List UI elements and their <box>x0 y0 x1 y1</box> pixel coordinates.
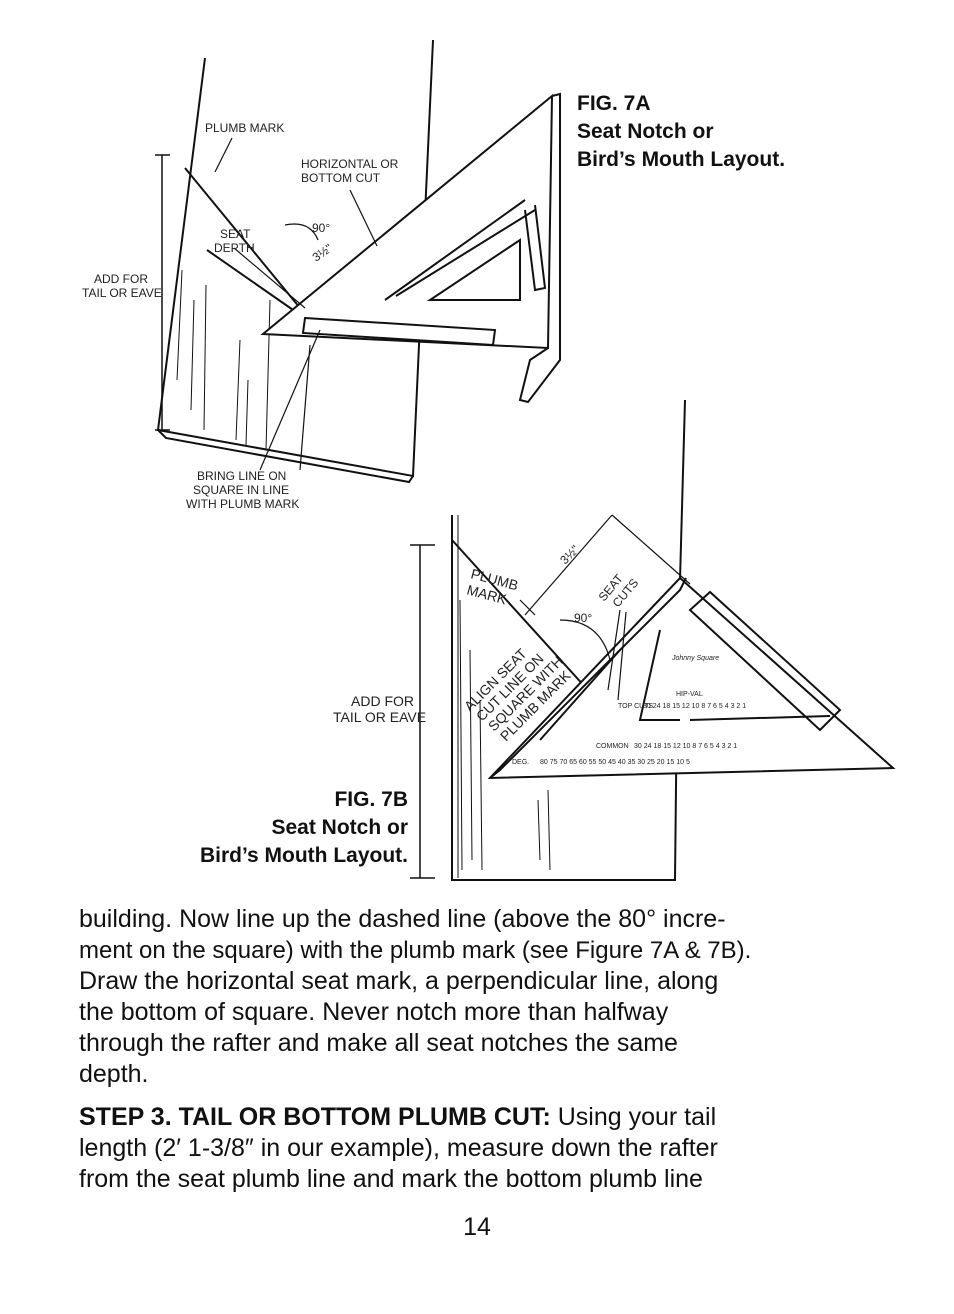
step3-line-1: STEP 3. TAIL OR BOTTOM PLUMB CUT: Using … <box>79 1102 899 1133</box>
fig7b-speed-square <box>487 576 896 780</box>
figures-illustration: PLUMB MARK HORIZONTAL OR BOTTOM CUT 90° … <box>82 39 896 881</box>
para1-line-1: building. Now line up the dashed line (a… <box>79 905 726 933</box>
fig7a-add-for-label-2: TAIL OR EAVE <box>82 286 162 300</box>
fig7a-labels: PLUMB MARK HORIZONTAL OR BOTTOM CUT 90° … <box>82 121 399 511</box>
para1-line-3: Draw the horizontal seat mark, a perpend… <box>79 967 719 995</box>
fig7b-caption-line-3: Bird’s Mouth Layout. <box>199 844 408 867</box>
fig7a-horizontal-cut-label-1: HORIZONTAL OR <box>301 157 399 171</box>
fig7a-bring-line-label-1: BRING LINE ON <box>197 469 286 483</box>
fig7a-seat-depth-label-2: DEPTH <box>214 241 255 255</box>
fig7b-row-top: 30 24 18 15 12 10 8 7 6 5 4 3 2 1 <box>643 703 746 710</box>
fig7a-add-for-label-1: ADD FOR <box>94 272 148 286</box>
fig7b-leaders <box>519 514 691 701</box>
fig7a-dimension-line <box>155 154 170 431</box>
fig7b-top-cuts-label: TOP CUTS <box>618 703 653 710</box>
fig7a-bring-line-label-2: SQUARE IN LINE <box>193 483 289 497</box>
fig7b-common-label: COMMON <box>596 743 629 750</box>
fig7b-dimension-label: 3½" <box>557 542 582 567</box>
fig7a-caption-line-2: Seat Notch or <box>577 120 714 143</box>
fig7b-deg-label: DEG. <box>512 759 529 766</box>
step3-line-3: from the seat plumb line and mark the bo… <box>79 1165 703 1193</box>
para1-line-5: through the rafter and make all seat not… <box>79 1029 678 1057</box>
fig7a-dimension-label: 3½" <box>310 241 335 264</box>
page-number: 14 <box>463 1213 491 1241</box>
fig7b-row-deg: 80 75 70 65 60 55 50 45 40 35 30 25 20 1… <box>540 759 690 766</box>
fig7a-bring-line-label-3: WITH PLUMB MARK <box>186 497 299 511</box>
body-paragraph-step3: STEP 3. TAIL OR BOTTOM PLUMB CUT: Using … <box>79 1102 899 1195</box>
fig7a-speed-square <box>260 92 561 404</box>
fig7a-caption-line-3: Bird’s Mouth Layout. <box>577 148 786 171</box>
fig7b-square-brand: Johnny Square <box>671 655 719 662</box>
step3-line-1-rest: Using your tail <box>550 1103 717 1131</box>
fig7a-leaders <box>214 137 378 471</box>
fig7b-hip-val-label: HIP-VAL <box>676 691 703 698</box>
step3-heading: STEP 3. TAIL OR BOTTOM PLUMB CUT: <box>79 1103 551 1131</box>
fig7a-seat-depth-label-1: SEAT <box>220 227 251 241</box>
fig7a-horizontal-cut-label-2: BOTTOM CUT <box>301 171 381 185</box>
fig7b-caption: FIG. 7B Seat Notch or Bird’s Mouth Layou… <box>200 786 408 870</box>
fig7b-row-common: 30 24 18 15 12 10 8 7 6 5 4 3 2 1 <box>634 743 737 750</box>
fig7a-caption-line-1: FIG. 7A <box>577 92 651 115</box>
fig7b-caption-line-1: FIG. 7B <box>334 788 408 811</box>
para1-line-2: ment on the square) with the plumb mark … <box>79 937 752 964</box>
fig7b-caption-line-2: Seat Notch or <box>271 816 408 839</box>
fig7a-caption: FIG. 7A Seat Notch or Bird’s Mouth Layou… <box>577 90 785 174</box>
body-paragraph-1: building. Now line up the dashed line (a… <box>79 904 899 1090</box>
fig7b-angle-label: 90° <box>574 611 592 625</box>
step3-line-2: length (2′ 1-3/8″ in our example), measu… <box>79 1134 718 1162</box>
fig7b-add-for-label-1: ADD FOR <box>351 693 414 709</box>
fig7b-add-for-label-2: TAIL OR EAVE <box>333 709 426 725</box>
fig7a-angle-label: 90° <box>312 221 330 235</box>
fig7b-dimension-line <box>410 544 435 879</box>
para1-line-4: the bottom of square. Never notch more t… <box>79 998 669 1026</box>
para1-line-6: depth. <box>79 1060 149 1088</box>
fig7a-plumb-mark-label: PLUMB MARK <box>205 121 284 135</box>
